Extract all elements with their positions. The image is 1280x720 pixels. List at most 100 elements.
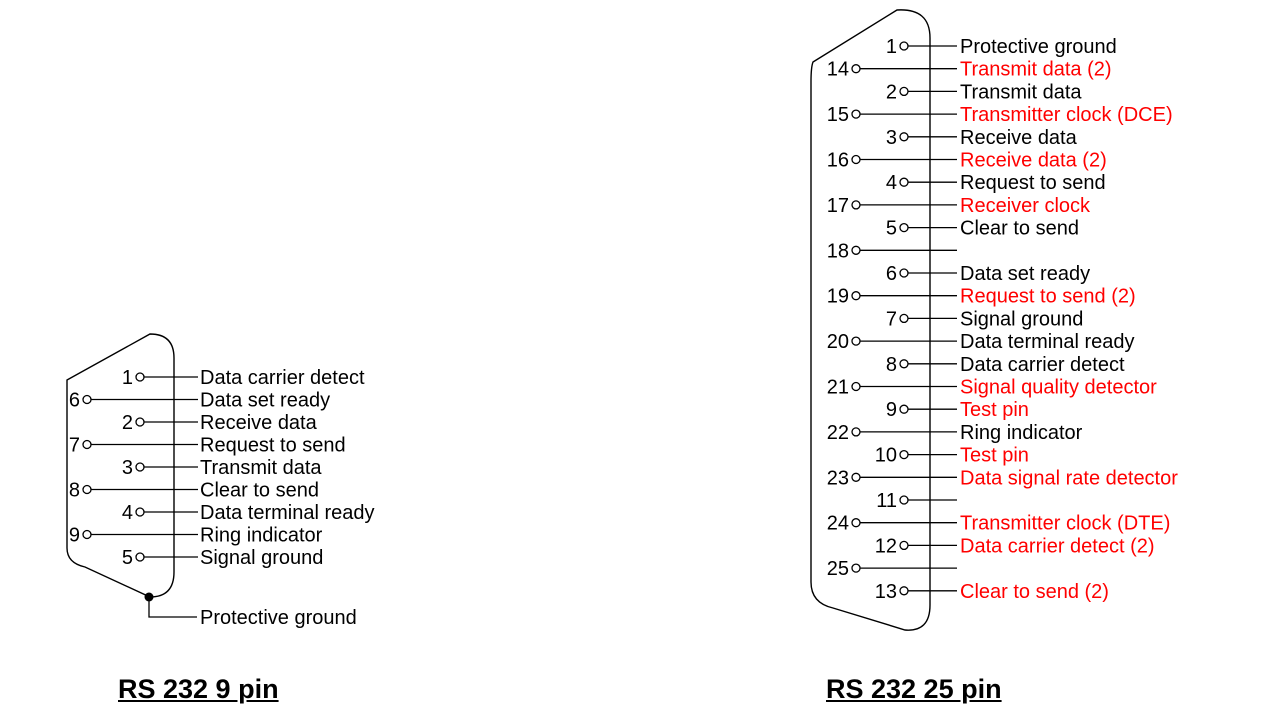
db9-pin-contact bbox=[82, 529, 92, 540]
db25-signal-label: Signal quality detector bbox=[960, 377, 1157, 399]
db25-pin-contact bbox=[851, 336, 861, 346]
db25-pin-contact bbox=[899, 268, 909, 278]
db25-pin-contact bbox=[851, 518, 861, 528]
db25-pin-contact bbox=[899, 41, 909, 51]
db9-pin-contact bbox=[82, 394, 92, 405]
db25-pin-number: 3 bbox=[886, 127, 897, 149]
db9-pin-number: 9 bbox=[69, 525, 80, 547]
db25-pin-contact bbox=[899, 222, 909, 233]
db9-pin-number: 8 bbox=[69, 480, 80, 502]
db25-pin-contact bbox=[899, 313, 909, 324]
db25-pin-number: 21 bbox=[827, 377, 849, 399]
db25-pin-contact bbox=[851, 245, 861, 255]
db25-signal-label: Receiver clock bbox=[960, 195, 1091, 217]
db25-pin-number: 20 bbox=[827, 331, 849, 353]
db25-signal-label: Request to send bbox=[960, 172, 1106, 194]
db9-connector: 1 Data carrier detect 6 Data set ready 2 Rece… bbox=[66, 333, 375, 629]
db9-pin-contact bbox=[135, 552, 145, 562]
db25-pin-number: 17 bbox=[827, 195, 849, 217]
db9-signal-label: Transmit data bbox=[200, 457, 322, 479]
db25-pin-contact bbox=[851, 563, 861, 573]
db25-pin-number: 25 bbox=[827, 558, 849, 580]
db9-signal-label: Signal ground bbox=[200, 547, 323, 569]
db9-pin-number: 5 bbox=[122, 547, 133, 569]
db9-pin-number: 3 bbox=[122, 457, 133, 479]
db25-pin-number: 6 bbox=[886, 263, 897, 285]
db25-pin-contact bbox=[899, 495, 909, 505]
db25-pin-number: 7 bbox=[886, 308, 897, 330]
db25-pin-number: 19 bbox=[827, 286, 849, 308]
db9-pin-contact bbox=[82, 439, 92, 450]
db25-signal-label: Transmitter clock (DCE) bbox=[960, 104, 1173, 126]
db25-pin-contact bbox=[851, 64, 861, 74]
db25-pin-contact bbox=[899, 540, 909, 551]
db25-pin-contact bbox=[899, 86, 909, 97]
db25-pin-number: 24 bbox=[827, 513, 849, 535]
db25-signal-label: Clear to send (2) bbox=[960, 581, 1109, 603]
db25-signal-label: Signal ground bbox=[960, 308, 1083, 330]
db25-shell-outline bbox=[810, 9, 931, 631]
db25-signal-label: Test pin bbox=[960, 445, 1029, 467]
db25-signal-label: Receive data (2) bbox=[960, 150, 1107, 172]
db25-pin-number: 14 bbox=[827, 59, 849, 81]
db25-pin-number: 18 bbox=[827, 240, 849, 262]
db9-pin-number: 1 bbox=[122, 367, 133, 389]
db25-pin-contact bbox=[899, 449, 909, 460]
db9-pin-number: 7 bbox=[69, 435, 80, 457]
db9-ground-wire bbox=[148, 597, 197, 618]
db25-pin-number: 22 bbox=[827, 422, 849, 444]
db25-pin-number: 4 bbox=[886, 172, 897, 194]
db25-signal-label: Data carrier detect bbox=[960, 354, 1125, 376]
db25-pin-contact bbox=[899, 359, 909, 369]
db25-pin-contact bbox=[899, 586, 909, 596]
db25-signal-label: Transmitter clock (DTE) bbox=[960, 513, 1170, 535]
db25-pin-number: 12 bbox=[875, 535, 897, 557]
db9-signal-label: Request to send bbox=[200, 435, 346, 457]
db25-pin-contact bbox=[851, 381, 861, 392]
db25-pin-number: 15 bbox=[827, 104, 849, 126]
db9-pin-contact bbox=[82, 484, 92, 495]
db25-pin-contact bbox=[899, 404, 909, 414]
db9-shell-outline bbox=[66, 333, 175, 598]
db25-pin-number: 5 bbox=[886, 218, 897, 240]
db9-pin-contact bbox=[135, 507, 145, 517]
db9-pin-number: 2 bbox=[122, 412, 133, 434]
db25-signal-label: Transmit data bbox=[960, 81, 1082, 103]
db25-pin-contact bbox=[851, 109, 861, 119]
db25-pin-number: 23 bbox=[827, 467, 849, 489]
db9-signal-label: Data set ready bbox=[200, 390, 330, 412]
db25-pin-number: 2 bbox=[886, 81, 897, 103]
db25-pin-contact bbox=[851, 200, 861, 210]
db9-signal-label: Clear to send bbox=[200, 480, 319, 502]
db9-pin-number: 6 bbox=[69, 390, 80, 412]
db25-signal-label: Test pin bbox=[960, 399, 1029, 421]
db9-signal-label: Data carrier detect bbox=[200, 367, 365, 389]
db9-ground-label: Protective ground bbox=[200, 607, 357, 629]
db9-signal-label: Ring indicator bbox=[200, 525, 323, 547]
db25-signal-label: Request to send (2) bbox=[960, 286, 1136, 308]
db25-pin-contact bbox=[899, 132, 909, 142]
db25-signal-label: Data terminal ready bbox=[960, 331, 1135, 353]
db9-pin-contact bbox=[135, 417, 145, 427]
db25-signal-label: Data carrier detect (2) bbox=[960, 535, 1155, 557]
db9-pin-contact bbox=[135, 372, 145, 382]
db25-signal-label: Protective ground bbox=[960, 36, 1117, 58]
db25-pin-number: 8 bbox=[886, 354, 897, 376]
db25-pin-number: 1 bbox=[886, 36, 897, 58]
db25-pin-number: 11 bbox=[876, 490, 897, 512]
db25-signal-label: Data signal rate detector bbox=[960, 467, 1178, 489]
db25-title: RS 232 25 pin bbox=[826, 674, 1002, 704]
db25-signal-label: Transmit data (2) bbox=[960, 59, 1112, 81]
db25-pin-number: 9 bbox=[886, 399, 897, 421]
db25-pin-number: 13 bbox=[875, 581, 897, 603]
db25-pin-contact bbox=[851, 427, 861, 437]
db25-signal-label: Clear to send bbox=[960, 218, 1079, 240]
db25-signal-label: Receive data bbox=[960, 127, 1078, 149]
db25-signal-label: Data set ready bbox=[960, 263, 1090, 285]
db9-signal-label: Receive data bbox=[200, 412, 318, 434]
db25-signal-label: Ring indicator bbox=[960, 422, 1083, 444]
db25-pin-contact bbox=[851, 291, 861, 301]
db25-pin-contact bbox=[851, 154, 861, 165]
